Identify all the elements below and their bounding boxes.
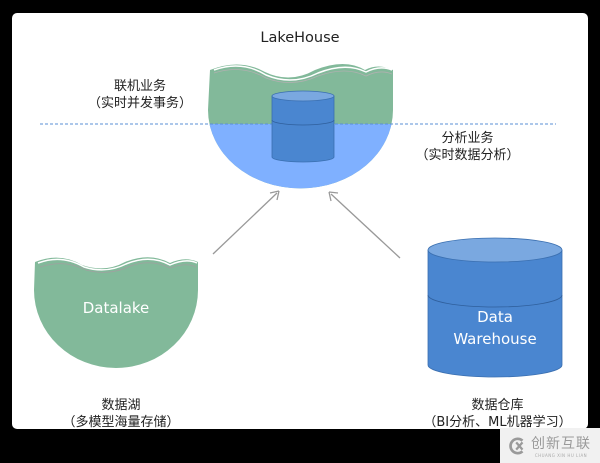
lakehouse-wave-line bbox=[213, 65, 393, 81]
warehouse-title: 数据仓库 bbox=[471, 398, 524, 413]
online-business-title: 联机业务 bbox=[113, 79, 166, 94]
analytics-business-subtitle: （实时数据分析） bbox=[415, 148, 520, 163]
diagram-title: LakeHouse bbox=[260, 30, 340, 46]
datalake-title: 数据湖 bbox=[101, 398, 141, 413]
datalake-wave-line bbox=[37, 258, 198, 271]
datalake-inner-label: Datalake bbox=[82, 299, 150, 317]
data-warehouse-cylinder bbox=[427, 237, 563, 378]
online-business-label: 联机业务 （实时并发事务） bbox=[60, 78, 220, 112]
watermark-text-cn: 创新互联 bbox=[531, 436, 591, 452]
analytics-business-label: 分析业务 （实时数据分析） bbox=[375, 130, 560, 164]
analytics-business-title: 分析业务 bbox=[441, 131, 494, 146]
datalake-wave-line-2 bbox=[39, 262, 197, 273]
watermark-text-en: CHUANG XIN HU LIAN bbox=[534, 453, 588, 458]
watermark: 创新互联 CHUANG XIN HU LIAN bbox=[500, 428, 600, 463]
online-business-subtitle: （实时并发事务） bbox=[87, 96, 192, 111]
warehouse-inner-label-line2: Warehouse bbox=[453, 330, 537, 348]
datalake-caption: 数据湖 （多模型海量存储） bbox=[36, 397, 206, 431]
watermark-logo-icon bbox=[509, 436, 524, 455]
warehouse-caption: 数据仓库 （BI分析、ML机器学习） bbox=[410, 397, 585, 431]
arrow-datalake-to-lakehouse bbox=[212, 190, 280, 255]
datalake-bowl bbox=[34, 257, 198, 368]
warehouse-subtitle: （BI分析、ML机器学习） bbox=[423, 415, 572, 430]
warehouse-inner-label: Data Warehouse bbox=[430, 306, 560, 350]
datalake-subtitle: （多模型海量存储） bbox=[62, 415, 180, 430]
lakehouse-cylinder-icon bbox=[271, 90, 335, 163]
arrow-warehouse-to-lakehouse bbox=[328, 191, 401, 259]
warehouse-inner-label-line1: Data bbox=[477, 308, 513, 326]
lakehouse-wave-line-2 bbox=[213, 69, 393, 83]
datalake-shape bbox=[34, 257, 198, 368]
